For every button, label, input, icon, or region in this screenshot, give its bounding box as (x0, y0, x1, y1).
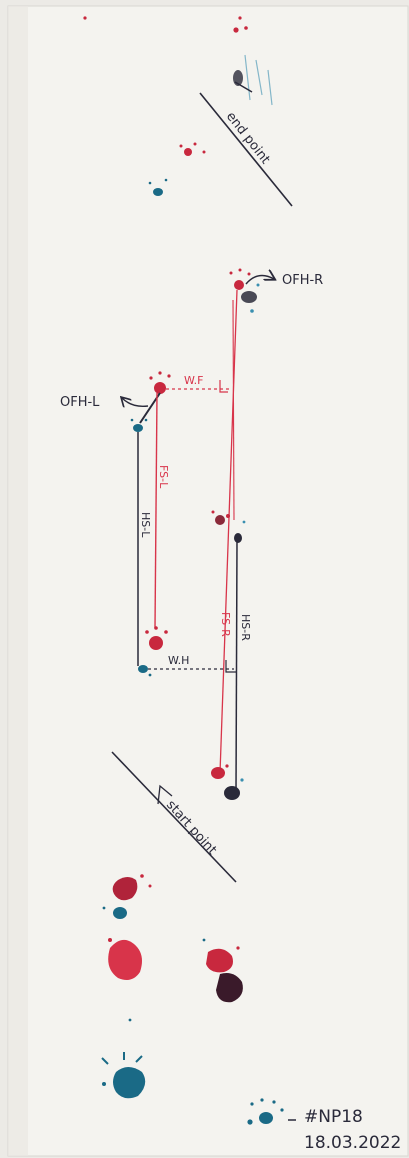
hs-l-label: HS-L (139, 512, 152, 538)
ofh-l-label: OFH-L (60, 395, 100, 410)
hs-r-label: HS-R (239, 614, 252, 641)
wh-label: W.H (168, 654, 189, 667)
specimen-id: #NP18 (304, 1107, 363, 1127)
date-label: 18.03.2022 (304, 1133, 401, 1153)
fs-l-label: FS-L (157, 465, 170, 489)
ofh-r-label: OFH-R (282, 273, 323, 288)
paper-sheet (8, 6, 408, 1156)
wf-label: W.F (184, 374, 203, 387)
fs-r-label: FS-R (219, 612, 232, 637)
